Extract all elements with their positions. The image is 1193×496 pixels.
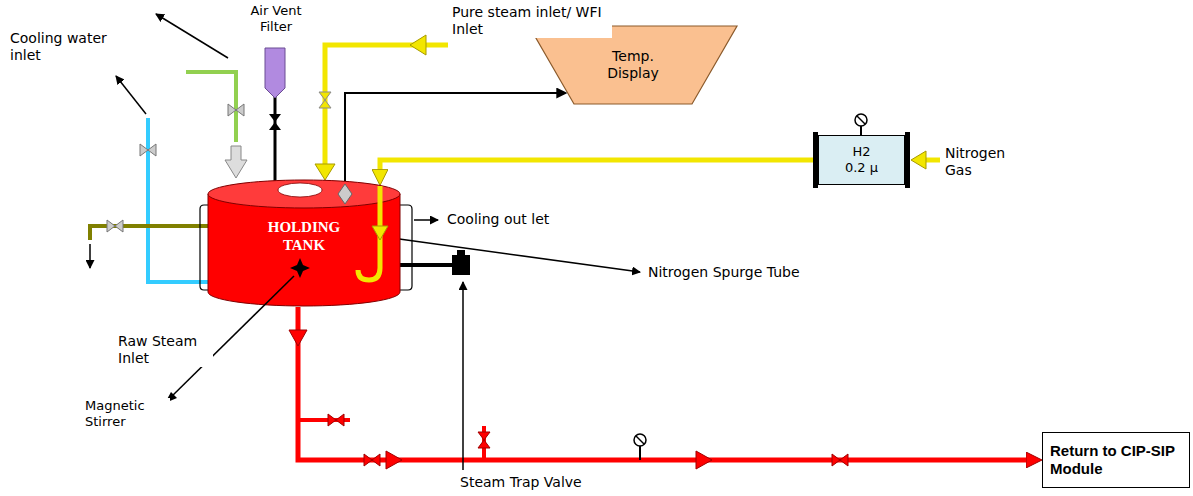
return-pipe-fittings xyxy=(636,436,644,444)
filter-box: H20.2 μ xyxy=(818,135,905,185)
tank-cylinder xyxy=(278,183,322,197)
steam-trap-valve xyxy=(398,263,452,267)
pure-steam-pipe xyxy=(315,164,335,180)
part-label: Cooling water inlet xyxy=(10,30,130,64)
air-vent-filter xyxy=(265,48,285,182)
return-pipe-fittings xyxy=(289,330,307,346)
return-pipe-fittings xyxy=(289,330,848,469)
pointer-arrow xyxy=(156,14,228,58)
leader-line xyxy=(462,282,464,470)
green-inlet-pipe xyxy=(225,146,247,178)
cooling-water-pipe xyxy=(148,118,208,282)
cooling-jacket xyxy=(414,219,438,221)
holding-tank: HOLDING TANK xyxy=(208,178,400,308)
return-pipe-fittings xyxy=(386,451,402,469)
raw-steam-pipe xyxy=(107,220,123,232)
filter-housing xyxy=(857,116,865,124)
nitrogen-inlet-pipe xyxy=(911,151,926,169)
node-text: 0.2 μ xyxy=(845,160,878,176)
raw-steam-pipe xyxy=(90,220,208,268)
filter-housing xyxy=(905,132,910,188)
part-label: Air Vent Filter xyxy=(240,3,312,35)
tank-cylinder xyxy=(338,184,352,204)
leader-line xyxy=(392,238,640,470)
pure-steam-pipe xyxy=(319,92,331,108)
steam-trap-valve xyxy=(452,255,470,275)
part-label: Magnetic Stirrer xyxy=(85,398,170,430)
raw-steam-pipe xyxy=(89,244,91,268)
pointer-arrow xyxy=(116,14,228,114)
cooling-water-pipe xyxy=(140,144,156,156)
return-pipe-fittings xyxy=(696,451,712,469)
tank-cylinder xyxy=(208,194,400,306)
green-inlet-pipe xyxy=(186,72,247,178)
tank-cylinder xyxy=(372,226,388,240)
return-pipe xyxy=(298,307,1034,460)
node-text: H2 xyxy=(852,144,870,160)
part-label: Raw Steam Inlet xyxy=(118,333,213,367)
return-pipe-fittings xyxy=(478,432,490,448)
cooling-water-pipe xyxy=(140,118,208,282)
return-pipe-fittings xyxy=(634,434,646,446)
node-text: Return to CIP-SIP Module xyxy=(1050,442,1182,478)
node-text: HOLDING TANK xyxy=(254,218,354,254)
pure-steam-pipe xyxy=(325,45,448,172)
air-vent-filter xyxy=(269,114,281,130)
part-label: Nitrogen Spurge Tube xyxy=(648,264,800,281)
tank-cylinder xyxy=(208,180,400,208)
leader-line xyxy=(392,238,640,272)
pure-steam-pipe xyxy=(315,35,448,180)
filter-housing xyxy=(855,114,867,126)
part-label: Steam Trap Valve xyxy=(460,474,582,491)
air-vent-filter xyxy=(274,96,277,182)
filter-housing xyxy=(860,126,862,135)
pointer-arrow xyxy=(116,76,146,114)
nitrogen-line xyxy=(380,160,818,177)
part-label: Nitrogen Gas xyxy=(945,145,1025,179)
return-pipe-fittings xyxy=(639,446,641,460)
filter-housing xyxy=(813,114,910,188)
nitrogen-inlet-pipe xyxy=(911,151,940,169)
return-box: Return to CIP-SIP Module xyxy=(1042,432,1190,488)
return-pipe-fittings xyxy=(328,414,344,426)
node-text: Temp. Display xyxy=(593,48,673,82)
tank-cylinder xyxy=(290,258,310,278)
pure-steam-pipe xyxy=(410,35,426,55)
steam-trap-valve xyxy=(398,250,470,275)
steam-trap-valve xyxy=(457,250,465,256)
part-label: Pure steam inlet/ WFI Inlet xyxy=(452,4,612,38)
return-pipe-fittings xyxy=(364,454,380,466)
return-pipe-fittings xyxy=(832,454,848,466)
green-inlet-pipe xyxy=(228,104,244,116)
part-label: Cooling out let xyxy=(447,211,549,228)
air-vent-filter xyxy=(265,48,285,98)
